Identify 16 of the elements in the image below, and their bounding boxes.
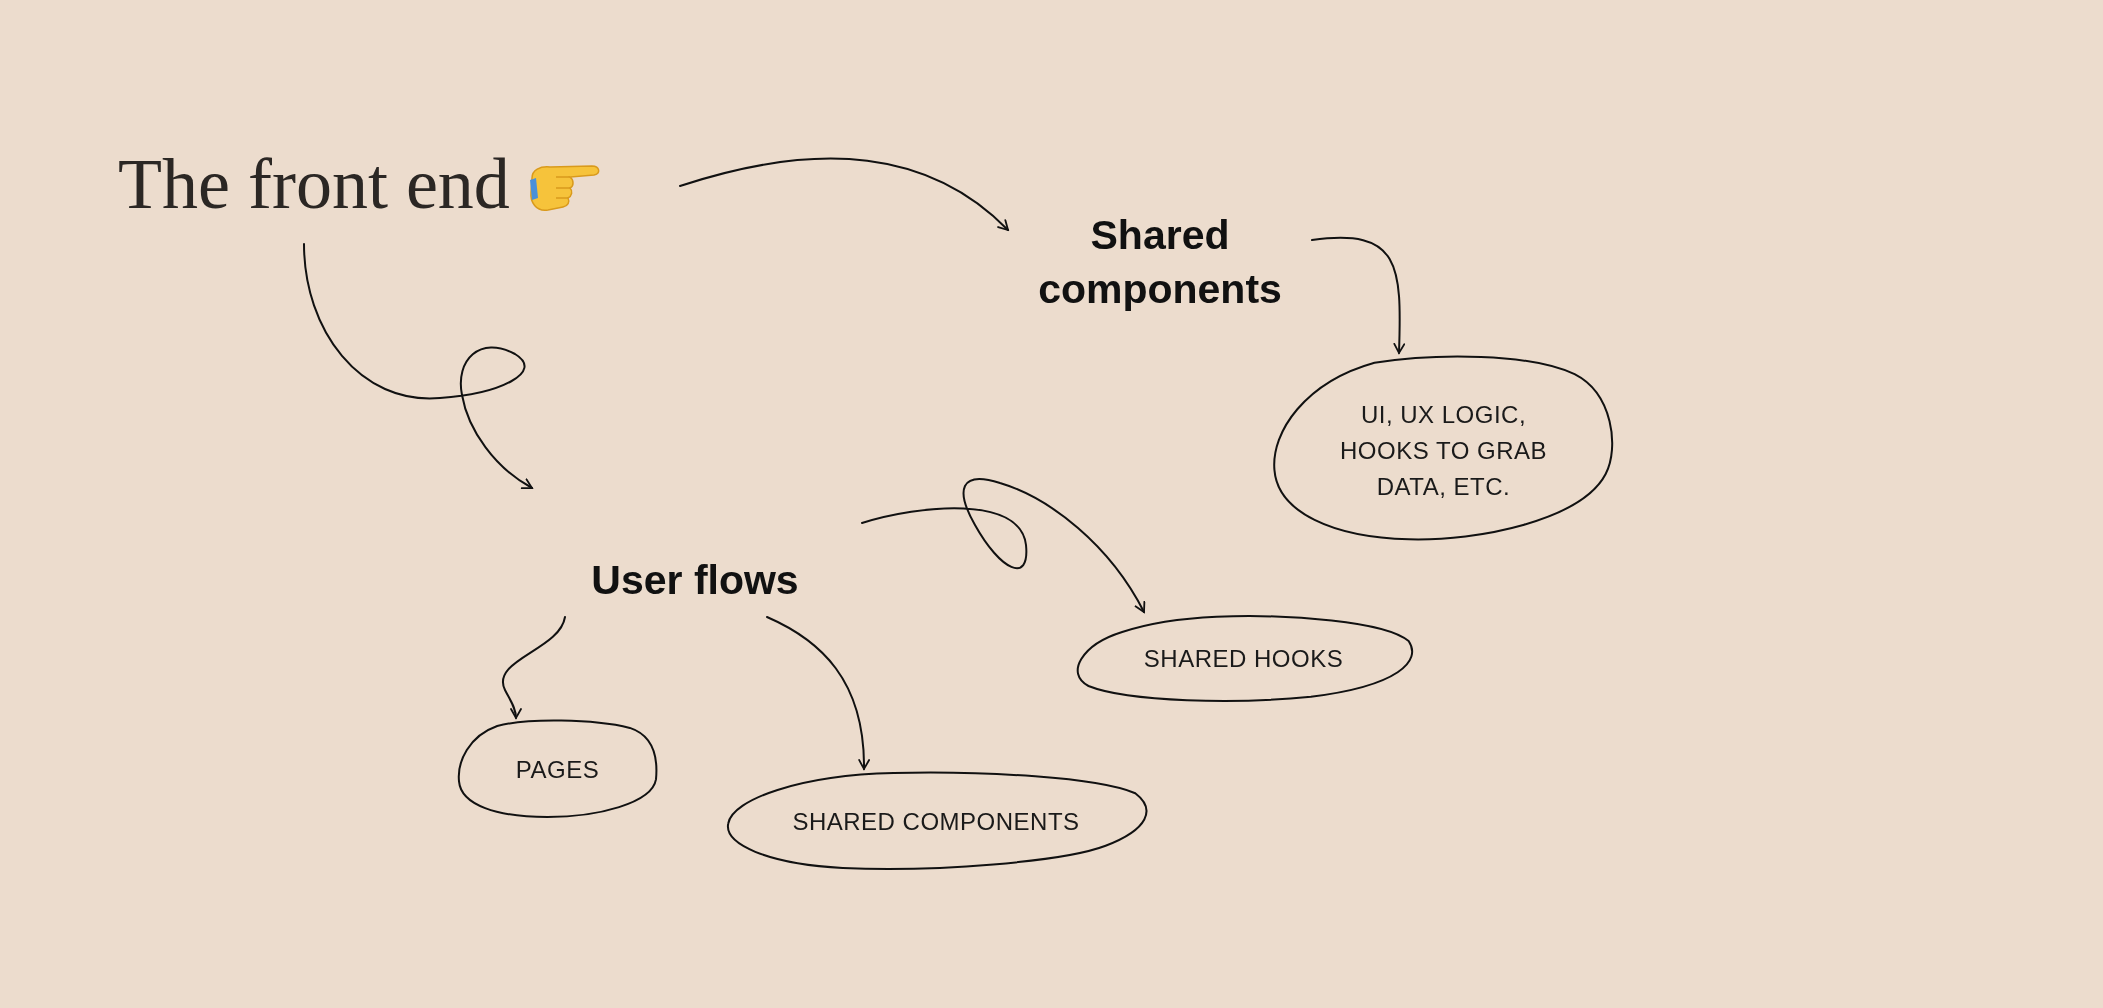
blob-outline — [724, 771, 1148, 872]
blob-outline — [1075, 614, 1412, 704]
curved-arrow — [861, 478, 1145, 613]
curved-arrow — [303, 243, 533, 489]
blob-outline — [457, 720, 658, 819]
topic-label: User flows — [591, 555, 799, 605]
note-text: SHARED COMPONENTS — [791, 806, 1081, 837]
note-text: UI, UX LOGIC, HOOKS TO GRAB DATA, ETC. — [1339, 400, 1548, 502]
curved-arrow — [501, 616, 566, 719]
curved-arrow — [766, 616, 870, 770]
topic-label: Shared components — [1037, 211, 1283, 314]
curved-arrow — [679, 157, 1009, 231]
curved-arrow — [1311, 237, 1406, 354]
note-text: SHARED HOOKS — [1142, 644, 1345, 674]
note-text: PAGES — [514, 754, 601, 785]
heading-text: The front end — [118, 148, 510, 220]
